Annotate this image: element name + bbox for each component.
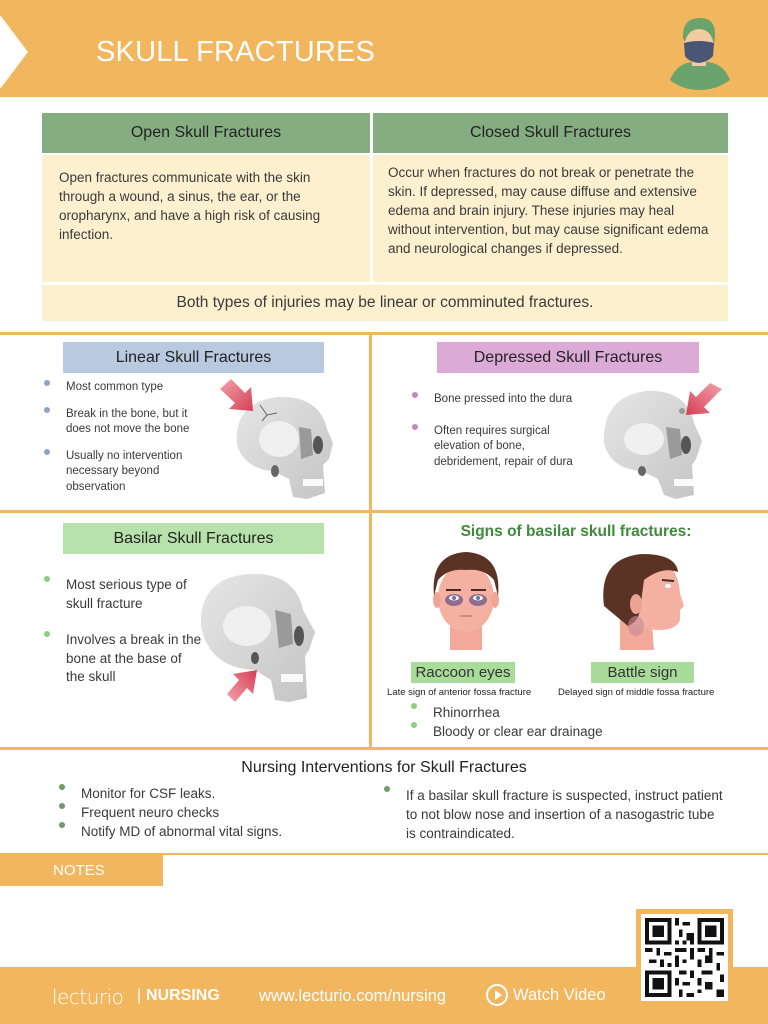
basilar-bullet-list: Most serious type of skull fracture Invo… xyxy=(44,576,204,687)
lecturio-logo[interactable]: lecturio xyxy=(52,985,124,1009)
column-divider xyxy=(369,332,372,512)
list-item: Usually no intervention necessary beyond… xyxy=(44,448,214,496)
page-title: SKULL FRACTURES xyxy=(96,36,376,68)
skull-depressed-fracture-icon xyxy=(603,383,722,499)
list-item: Bone pressed into the dura xyxy=(412,392,592,408)
watch-video-button[interactable]: Watch Video xyxy=(486,984,606,1006)
signs-title: Signs of basilar skull fractures: xyxy=(460,523,692,540)
list-item: Bloody or clear ear drainage xyxy=(411,722,711,741)
depressed-bullet-list: Bone pressed into the dura Often require… xyxy=(412,392,592,470)
list-item: Frequent neuro checks xyxy=(59,803,359,822)
column-divider xyxy=(369,510,372,748)
nursing-interventions-title: Nursing Interventions for Skull Fracture… xyxy=(241,759,527,776)
watch-video-label: Watch Video xyxy=(513,985,606,1004)
battle-sign-caption: Delayed sign of middle fossa fracture xyxy=(558,687,715,698)
list-item: Rhinorrhea xyxy=(411,703,711,722)
list-item: Break in the bone, but it does not move … xyxy=(44,406,214,438)
battle-sign-profile-icon xyxy=(603,554,684,650)
nursing-left-bullet-list: Monitor for CSF leaks. Frequent neuro ch… xyxy=(59,784,359,841)
both-types-note: Both types of injuries may be linear or … xyxy=(42,285,728,321)
raccoon-eyes-face-icon xyxy=(433,552,499,650)
signs-bullet-list: Rhinorrhea Bloody or clear ear drainage xyxy=(411,703,711,741)
page-header: SKULL FRACTURES xyxy=(0,0,768,97)
list-item: Most serious type of skull fracture xyxy=(44,576,204,613)
chevron-decoration-icon xyxy=(0,15,28,89)
notes-label: NOTES xyxy=(0,855,163,886)
open-closed-comparison-table: Open Skull Fractures Closed Skull Fractu… xyxy=(42,113,728,321)
masked-nurse-avatar-icon xyxy=(670,18,730,90)
basilar-fractures-title: Basilar Skull Fractures xyxy=(63,523,324,554)
list-item: Often requires surgical elevation of bon… xyxy=(412,423,592,471)
section-divider xyxy=(0,510,768,513)
list-item: Monitor for CSF leaks. xyxy=(59,784,359,803)
nursing-brand: NURSING xyxy=(146,987,220,1004)
list-item: Notify MD of abnormal vital signs. xyxy=(59,822,359,841)
notes-divider xyxy=(0,853,768,855)
footer-separator: | xyxy=(137,987,142,1004)
qr-code-icon xyxy=(645,918,724,997)
depressed-fractures-title: Depressed Skull Fractures xyxy=(437,342,699,373)
battle-sign-label: Battle sign xyxy=(591,662,694,683)
website-link[interactable]: www.lecturio.com/nursing xyxy=(259,987,447,1005)
qr-code[interactable] xyxy=(636,909,733,1006)
list-item: Involves a break in the bone at the base… xyxy=(44,631,204,687)
raccoon-eyes-label: Raccoon eyes xyxy=(411,662,515,683)
open-fractures-heading: Open Skull Fractures xyxy=(42,113,370,153)
linear-fractures-title: Linear Skull Fractures xyxy=(63,342,324,373)
nursing-right-bullet-list: If a basilar skull fracture is suspected… xyxy=(384,786,724,843)
section-divider xyxy=(0,747,768,750)
skull-basilar-fracture-icon xyxy=(200,573,315,702)
section-divider xyxy=(0,332,768,335)
raccoon-eyes-caption: Late sign of anterior fossa fracture xyxy=(387,687,532,698)
list-item: Most common type xyxy=(44,380,214,396)
closed-fractures-heading: Closed Skull Fractures xyxy=(373,113,728,153)
list-item: If a basilar skull fracture is suspected… xyxy=(384,786,724,843)
linear-bullet-list: Most common type Break in the bone, but … xyxy=(44,380,214,495)
open-fractures-description: Open fractures communicate with the skin… xyxy=(42,155,370,282)
skull-linear-fracture-icon xyxy=(220,379,333,499)
play-circle-icon xyxy=(486,984,508,1006)
closed-fractures-description: Occur when fractures do not break or pen… xyxy=(373,155,728,282)
